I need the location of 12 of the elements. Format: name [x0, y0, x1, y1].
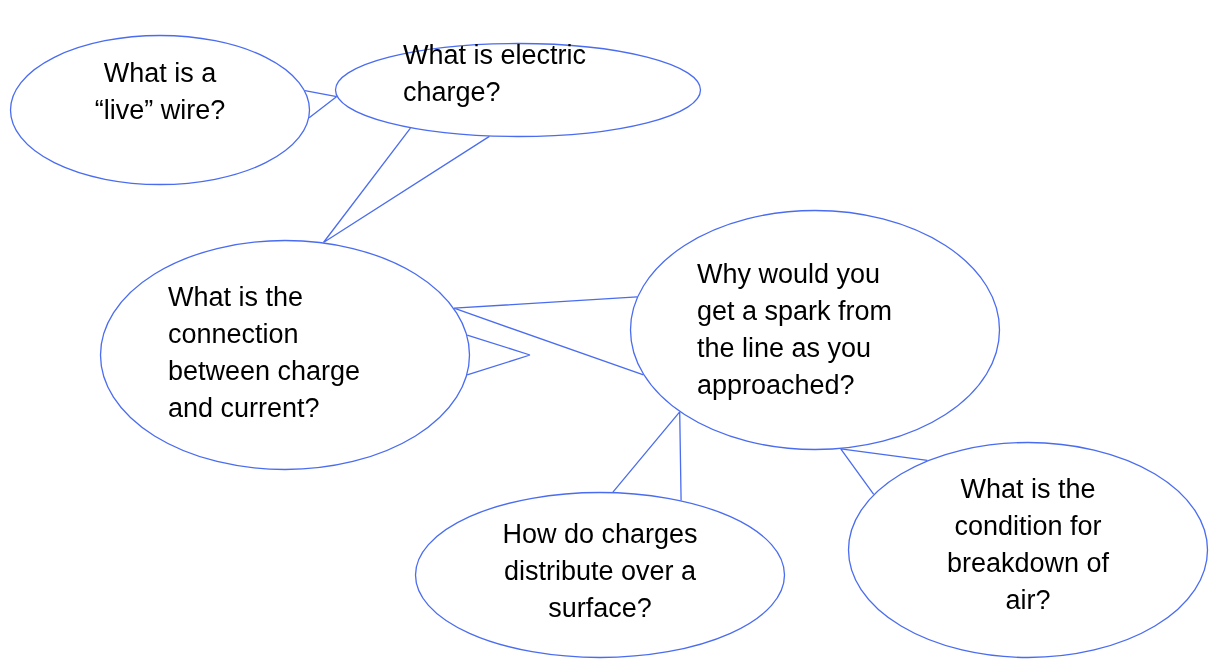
- speech-bubble-tail: [612, 411, 682, 502]
- question-text: How do charges distribute over a surface?: [501, 518, 699, 625]
- question-text: What is the condition for breakdown of air?: [945, 473, 1111, 617]
- question-text: Why would you get a spark from the line as you approached?: [697, 258, 894, 402]
- question-text: What is a “live” wire?: [93, 57, 227, 127]
- question-text: What is electric charge?: [403, 39, 588, 109]
- speech-bubble-tail: [322, 127, 490, 244]
- question-text: What is the connection between charge and current?: [168, 281, 362, 425]
- speech-bubble-tail: [840, 448, 928, 496]
- speech-bubble-tail: [304, 89, 338, 119]
- speech-bubble-tail: [466, 334, 531, 376]
- speech-bubble-tail: [453, 296, 645, 376]
